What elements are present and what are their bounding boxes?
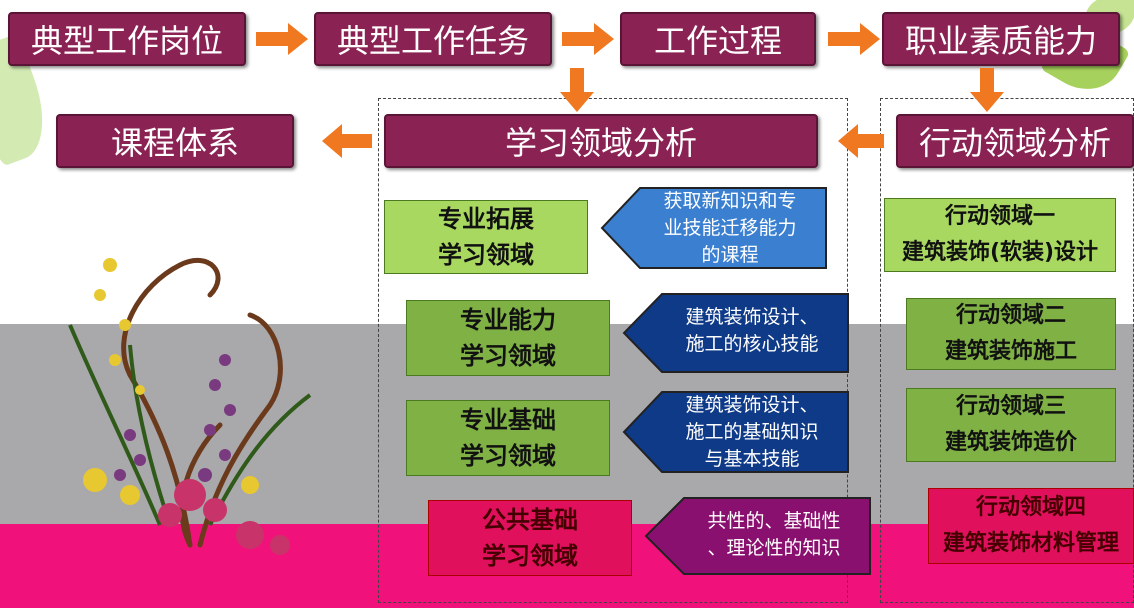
curriculum-box: 课程体系 (56, 114, 294, 168)
learning-field-line2: 学习领域 (460, 442, 556, 470)
learning-field-public: 公共基础 学习领域 (428, 500, 632, 576)
left-pointer-shape (600, 187, 827, 269)
action-analysis-box: 行动领域分析 (896, 114, 1134, 168)
learning-field-line2: 学习领域 (482, 542, 578, 570)
flower-arrangement-image (40, 225, 340, 565)
action-field-4: 行动领域四 建筑装饰材料管理 (928, 488, 1134, 564)
process-box: 工作过程 (620, 12, 816, 66)
action-field-line1: 行动领域二 (955, 303, 1066, 328)
learning-analysis-box: 学习领域分析 (384, 114, 818, 168)
action-field-line1: 行动领域三 (955, 394, 1066, 419)
action-field-line2: 建筑装饰造价 (944, 430, 1077, 455)
action-analysis-label: 行动领域分析 (918, 124, 1111, 162)
competence-label: 职业素质能力 (904, 22, 1097, 60)
process-label: 工作过程 (653, 22, 782, 60)
arrow-left-icon (322, 124, 372, 158)
learning-field-line1: 公共基础 (482, 506, 578, 534)
competence-box: 职业素质能力 (882, 12, 1120, 66)
learning-analysis-label: 学习领域分析 (504, 124, 697, 162)
jobs-box: 典型工作岗位 (8, 12, 246, 66)
learning-field-expansion: 专业拓展 学习领域 (384, 200, 588, 274)
arrow-right-icon (256, 23, 308, 55)
description-line1: 建筑装饰设计、 (685, 306, 819, 328)
description-box: 共性的、基础性 、理论性的知识 (644, 494, 876, 578)
arrow-right-icon (828, 23, 880, 55)
arrow-down-icon (970, 68, 1004, 112)
description-box: 建筑装饰设计、 施工的基础知识 与基本技能 (622, 388, 854, 476)
jobs-label: 典型工作岗位 (30, 22, 223, 60)
left-pointer-shape (622, 293, 849, 373)
description-line1: 获取新知识和专 (663, 190, 797, 212)
action-field-line1: 行动领域一 (944, 204, 1055, 229)
curriculum-label: 课程体系 (110, 124, 239, 162)
learning-field-foundation: 专业基础 学习领域 (406, 400, 610, 476)
action-field-3: 行动领域三 建筑装饰造价 (906, 388, 1116, 462)
learning-field-line1: 专业能力 (460, 306, 556, 334)
description-line3: 的课程 (701, 244, 759, 266)
left-pointer-shape (622, 391, 849, 473)
learning-field-line1: 专业基础 (460, 406, 556, 434)
description-box: 建筑装饰设计、 施工的核心技能 (622, 290, 854, 376)
arrow-left-icon (838, 124, 884, 158)
learning-field-line2: 学习领域 (460, 342, 556, 370)
description-line2: 业技能迁移能力 (663, 217, 797, 239)
action-field-line2: 建筑装饰(软装)设计 (901, 240, 1099, 265)
description-line3: 与基本技能 (704, 448, 800, 470)
tasks-box: 典型工作任务 (314, 12, 552, 66)
action-field-line1: 行动领域四 (975, 495, 1086, 520)
description-box: 获取新知识和专 业技能迁移能力 的课程 (600, 184, 832, 272)
description-line2: 施工的核心技能 (685, 333, 819, 355)
action-field-line2: 建筑装饰材料管理 (942, 531, 1119, 556)
description-line1: 共性的、基础性 (707, 510, 841, 532)
action-field-line2: 建筑装饰施工 (944, 339, 1077, 364)
action-field-2: 行动领域二 建筑装饰施工 (906, 298, 1116, 370)
action-field-1: 行动领域一 建筑装饰(软装)设计 (884, 198, 1116, 272)
tasks-label: 典型工作任务 (336, 22, 529, 60)
learning-field-core: 专业能力 学习领域 (406, 300, 610, 376)
learning-field-line2: 学习领域 (438, 241, 534, 269)
description-line1: 建筑装饰设计、 (685, 394, 819, 416)
arrow-right-icon (562, 23, 614, 55)
description-line2: 、理论性的知识 (707, 537, 841, 559)
description-line2: 施工的基础知识 (685, 421, 819, 443)
left-pointer-shape (644, 497, 871, 575)
learning-field-line1: 专业拓展 (438, 205, 534, 233)
arrow-down-icon (560, 68, 594, 112)
